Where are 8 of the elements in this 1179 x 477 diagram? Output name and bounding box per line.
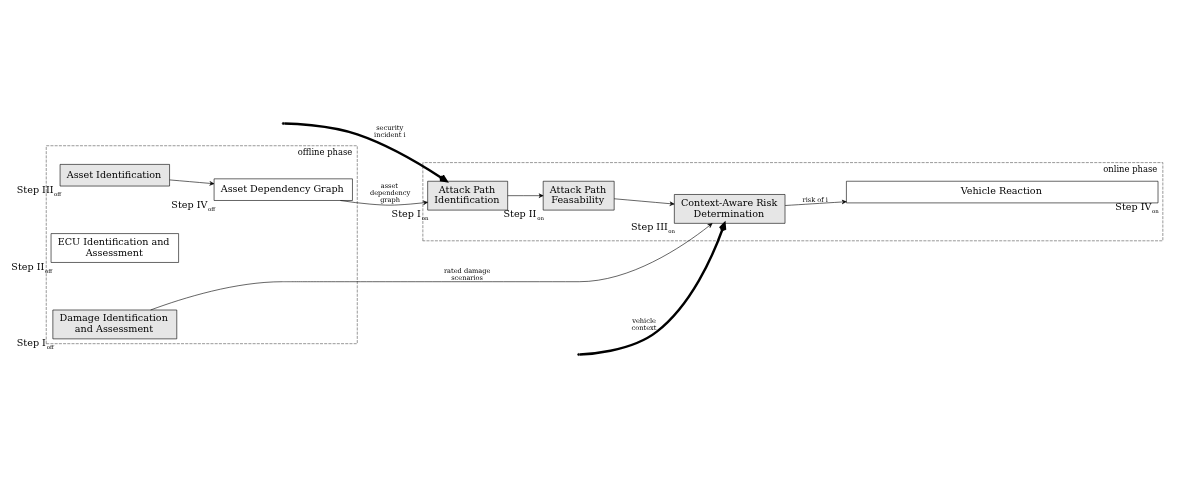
node-label: Step IV$_{off}$ [171, 198, 216, 212]
node-label: Step II$_{on}$ [503, 207, 544, 221]
node-label: Step III$_{on}$ [631, 220, 676, 234]
node-label: Step III$_{off}$ [16, 183, 62, 197]
node-label: Step I$_{off}$ [16, 336, 54, 350]
node-label: Step II$_{off}$ [11, 260, 53, 274]
node-label: Step I$_{on}$ [391, 207, 429, 221]
node-label: Step IV$_{on}$ [1115, 200, 1159, 214]
